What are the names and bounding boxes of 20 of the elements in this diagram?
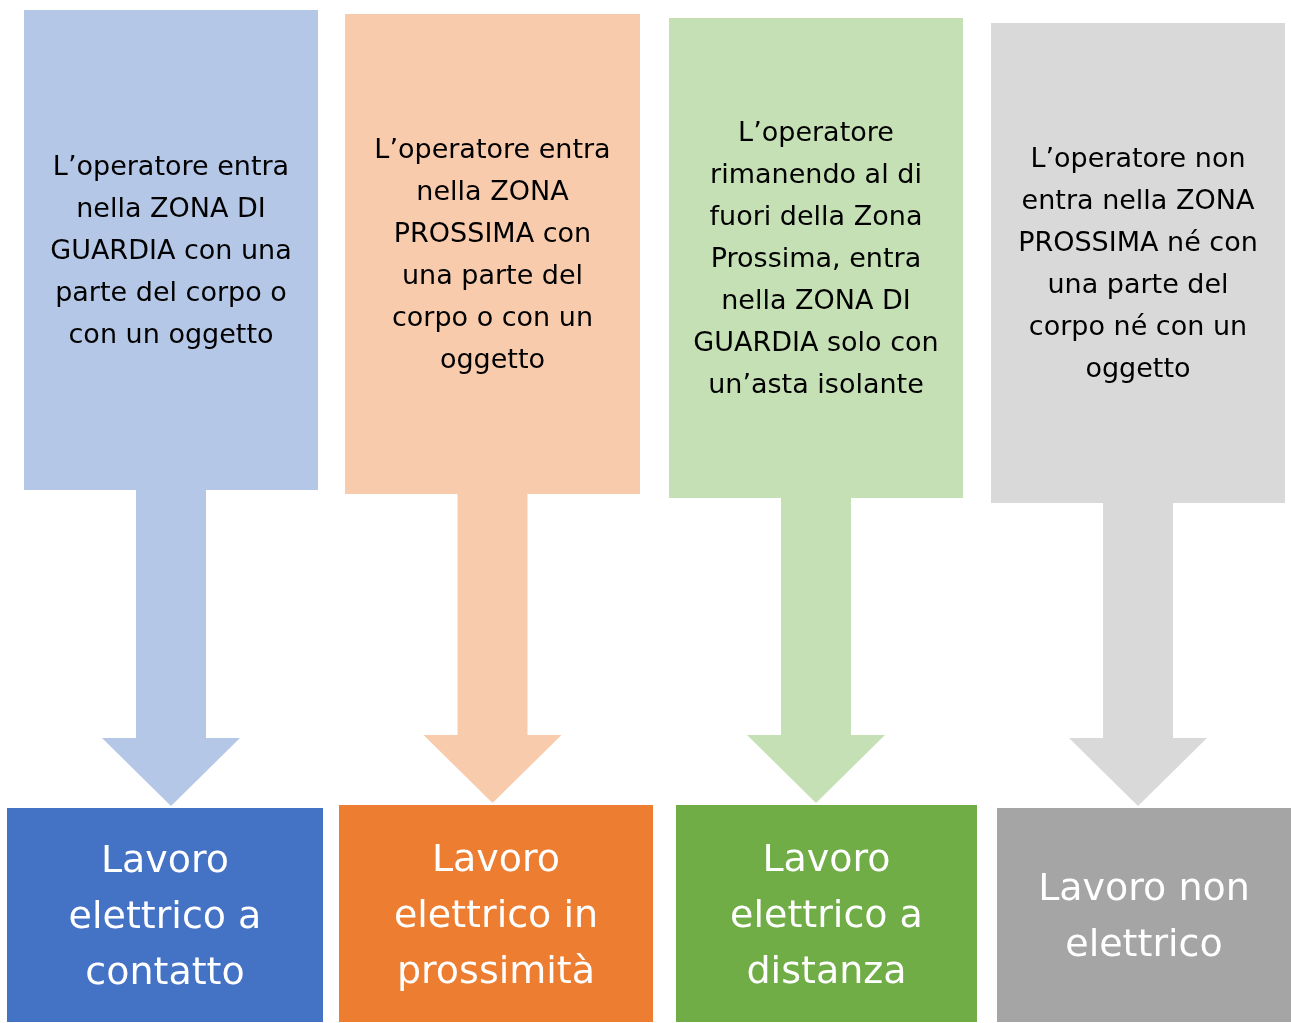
block-arrow: [747, 498, 885, 803]
result-box: [676, 805, 977, 1022]
condition-text: L’operatore rimanendo al di fuori della Zona Prossima, entra nella ZONA DI GUARDIA solo con un’asta isolante: [692, 115, 940, 401]
result-text: Lavoro elettrico a distanza: [729, 834, 924, 994]
block-arrow: [423, 494, 562, 803]
condition-text: L’operatore non entra nella ZONA PROSSIMA né con una parte del corpo né con un oggetto: [1017, 141, 1259, 385]
result-text: Lavoro elettrico in prossimità: [392, 834, 600, 994]
condition-panel: [991, 23, 1285, 503]
condition-text: L’operatore entra nella ZONA DI GUARDIA con una parte del corpo o con un oggetto: [49, 149, 293, 351]
condition-panel: [669, 18, 963, 498]
condition-text: L’operatore entra nella ZONA PROSSIMA con una parte del corpo o con un oggetto: [373, 132, 612, 376]
block-arrow: [102, 490, 240, 806]
result-box: [7, 808, 323, 1022]
result-box: [339, 805, 653, 1022]
result-text: Lavoro elettrico a contatto: [67, 836, 263, 995]
condition-panel: [24, 10, 318, 490]
condition-panel: [345, 14, 640, 494]
result-text: Lavoro non elettrico: [1037, 864, 1251, 967]
result-box: [997, 808, 1291, 1022]
block-arrow: [1069, 503, 1207, 806]
